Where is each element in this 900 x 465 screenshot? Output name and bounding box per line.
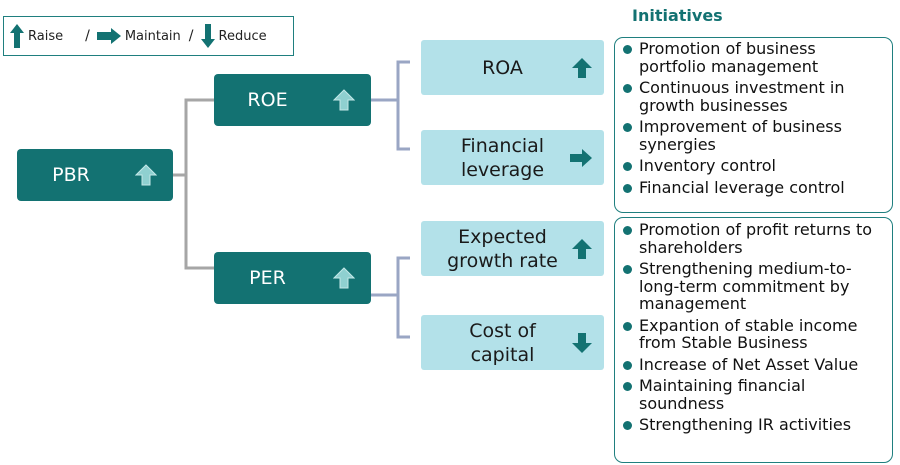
initiatives-title: Initiatives: [632, 6, 723, 25]
pbr-label: PBR: [52, 164, 90, 186]
legend-separator: /: [85, 28, 90, 44]
roa-label: ROA: [482, 56, 523, 79]
legend-raise: Raise: [10, 24, 63, 48]
list-item: Increase of Net Asset Value: [623, 354, 884, 374]
list-item-text: Expantion of stable income from Stable B…: [639, 315, 858, 352]
list-item-text: Increase of Net Asset Value: [639, 354, 859, 374]
legend-raise-label: Raise: [28, 28, 64, 44]
legend-reduce-label: Reduce: [218, 28, 267, 44]
list-item: Improvement of business synergies: [623, 118, 884, 153]
roe-box: ROE: [214, 74, 371, 126]
bullet-icon: [623, 360, 632, 370]
list-item-text: Financial leverage control: [639, 177, 845, 197]
expected-growth-rate-label: Expected growth rate: [421, 225, 584, 273]
raise-arrow-icon: [333, 267, 355, 289]
bullet-icon: [623, 84, 632, 93]
cost-of-capital-label-line1: Cost of: [469, 319, 536, 342]
financial-leverage-label-line2: leverage: [460, 158, 545, 181]
list-item-text: Maintaining financial soundness: [639, 376, 806, 413]
list-item: Inventory control: [623, 157, 884, 175]
cost-of-capital-label: Cost of capital: [421, 319, 584, 367]
list-item: Strengthening IR activities: [623, 416, 884, 434]
list-item: Continuous investment in growth business…: [623, 79, 884, 114]
initiatives-panel-roe: Promotion of business portfolio manageme…: [614, 37, 893, 213]
list-item-text: Inventory control: [639, 156, 776, 175]
list-item: Expantion of stable income from Stable B…: [623, 315, 884, 352]
reduce-arrow-icon: [200, 24, 215, 48]
per-label: PER: [249, 267, 286, 289]
raise-arrow-icon: [572, 57, 592, 78]
connector-roe-bracket: [396, 60, 410, 151]
list-item: Promotion of business portfolio manageme…: [623, 40, 884, 75]
financial-leverage-box: Financial leverage: [421, 130, 604, 185]
list-item: Strengthening medium-to-long-term commit…: [623, 260, 884, 313]
legend-reduce: Reduce: [200, 24, 267, 48]
expected-growth-rate-label-line1: Expected: [458, 225, 547, 248]
bullet-icon: [623, 226, 632, 235]
initiatives-list-roe: Promotion of business portfolio manageme…: [623, 40, 884, 196]
legend: Raise / Maintain / Reduce: [3, 16, 294, 56]
connector-per-bracket: [396, 256, 410, 339]
list-item: Maintaining financial soundness: [623, 377, 884, 412]
financial-leverage-label-line1: Financial: [460, 134, 545, 157]
list-item-text: Continuous investment in growth business…: [639, 78, 845, 115]
reduce-arrow-icon: [572, 332, 592, 353]
bullet-icon: [623, 123, 632, 132]
cost-of-capital-label-line2: capital: [470, 343, 535, 366]
bullet-icon: [623, 265, 632, 274]
roa-box: ROA: [421, 40, 604, 95]
list-item: Financial leverage control: [623, 177, 884, 197]
raise-arrow-icon: [572, 238, 592, 259]
bullet-icon: [623, 183, 632, 193]
list-item-text: Strengthening IR activities: [639, 415, 852, 434]
roe-label: ROE: [247, 89, 288, 111]
legend-maintain: Maintain: [96, 28, 181, 44]
initiatives-panel-per: Promotion of profit returns to sharehold…: [614, 217, 893, 463]
list-item-text: Strengthening medium-to-long-term commit…: [639, 259, 852, 313]
raise-arrow-icon: [135, 164, 157, 186]
list-item: Promotion of profit returns to sharehold…: [623, 221, 884, 256]
raise-arrow-icon: [10, 24, 24, 48]
bullet-icon: [623, 321, 632, 331]
per-box: PER: [214, 252, 371, 304]
list-item-text: Promotion of business portfolio manageme…: [639, 39, 819, 76]
cost-of-capital-box: Cost of capital: [421, 315, 604, 370]
expected-growth-rate-label-line2: growth rate: [447, 249, 558, 272]
legend-maintain-label: Maintain: [124, 28, 181, 44]
list-item-text: Improvement of business synergies: [639, 117, 842, 154]
bullet-icon: [623, 382, 632, 391]
bullet-icon: [623, 162, 632, 171]
connector-pbr-bracket: [184, 98, 214, 270]
legend-separator: /: [188, 28, 194, 44]
list-item-text: Promotion of profit returns to sharehold…: [639, 220, 873, 257]
pbr-box: PBR: [17, 149, 173, 201]
maintain-arrow-icon: [570, 148, 592, 167]
expected-growth-rate-box: Expected growth rate: [421, 221, 604, 276]
financial-leverage-label: Financial leverage: [421, 134, 584, 182]
bullet-icon: [623, 421, 632, 430]
raise-arrow-icon: [333, 89, 355, 111]
maintain-arrow-icon: [96, 28, 121, 44]
initiatives-list-per: Promotion of profit returns to sharehold…: [623, 221, 884, 434]
bullet-icon: [623, 45, 632, 54]
